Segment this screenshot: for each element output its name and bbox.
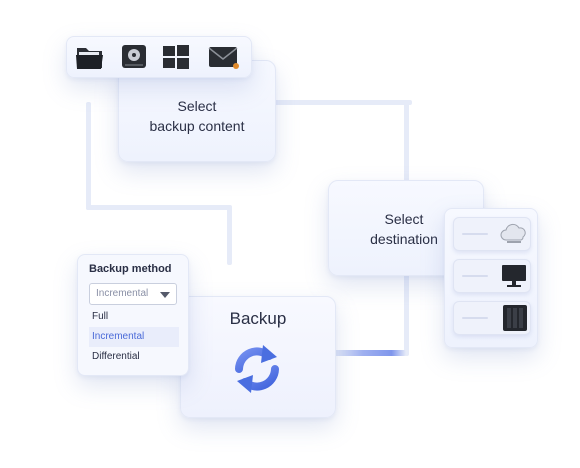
folder-icon[interactable] <box>75 43 105 71</box>
backup-method-title: Backup method <box>89 263 172 275</box>
connector-left-horizontal <box>86 205 231 210</box>
windows-icon[interactable] <box>162 44 190 70</box>
backup-card[interactable]: Backup <box>180 296 336 418</box>
content-card-line2: backup content <box>149 118 245 134</box>
content-icon-bar <box>66 36 252 78</box>
destination-list <box>444 208 538 348</box>
chevron-down-icon <box>160 292 170 298</box>
backup-title: Backup <box>229 309 287 328</box>
cloud-icon <box>500 223 526 243</box>
destination-nas-row[interactable] <box>453 301 531 335</box>
monitor-icon <box>502 265 526 287</box>
option-incremental[interactable]: Incremental <box>89 327 179 347</box>
connector-to-backup <box>334 350 406 356</box>
connector-right-vertical <box>404 100 409 182</box>
sync-arrows-icon <box>235 345 279 393</box>
destination-cloud-row[interactable] <box>453 217 531 251</box>
destination-card-line1: Select <box>384 211 424 227</box>
backup-method-select[interactable]: Incremental <box>89 283 177 305</box>
connector-left-vertical <box>86 102 91 210</box>
connector-mid-vertical <box>227 205 232 265</box>
nas-server-icon <box>503 305 527 331</box>
destination-monitor-row[interactable] <box>453 259 531 293</box>
disk-drive-icon[interactable] <box>120 43 148 71</box>
backup-method-panel: Backup method Incremental Full Increment… <box>77 254 189 376</box>
connector-right-lower-vertical <box>404 272 409 356</box>
connector-top-horizontal <box>272 100 412 105</box>
backup-method-selected-value: Incremental <box>96 288 149 299</box>
destination-card-line2: destination <box>370 231 438 247</box>
content-card-line1: Select <box>177 98 217 114</box>
mail-icon[interactable] <box>207 44 241 72</box>
option-differential[interactable]: Differential <box>92 351 140 362</box>
option-full[interactable]: Full <box>92 311 109 322</box>
